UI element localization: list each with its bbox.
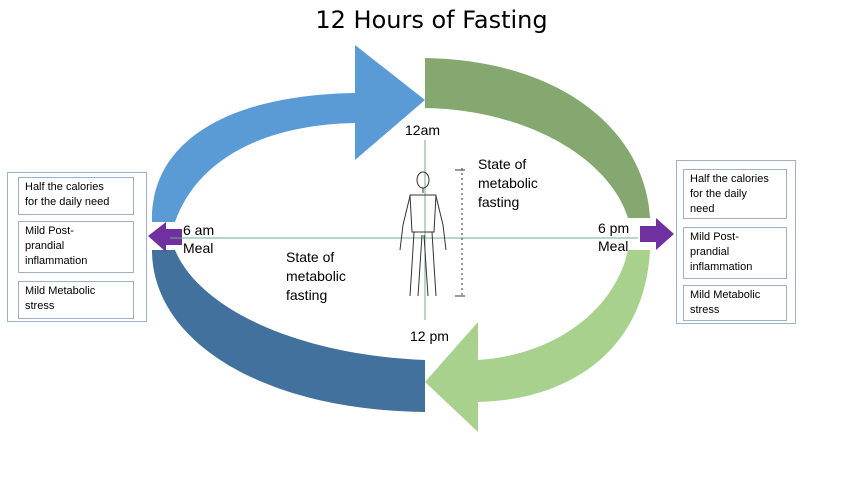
blue-arc-arrow — [151, 45, 425, 222]
right-stress-box: Mild Metabolic stress — [683, 285, 787, 321]
left-inflammation-box: Mild Post- prandial inflammation — [18, 221, 134, 273]
left-meal-label: Meal — [183, 240, 214, 256]
state-upper-line-3: fasting — [478, 194, 520, 210]
dark-blue-arc — [152, 250, 425, 412]
right-stress-line-1: Mild Metabolic — [690, 289, 761, 301]
state-lower-line-3: fasting — [286, 287, 328, 303]
right-calories-line-2: for the daily — [690, 188, 747, 200]
right-inflammation-line-3: inflammation — [690, 261, 753, 273]
state-lower-line-2: metabolic — [286, 268, 346, 284]
right-stress-line-2: stress — [690, 304, 720, 316]
left-time-label: 6 am — [183, 222, 215, 238]
left-calories-box: Half the calories for the daily need — [18, 177, 134, 215]
bottom-time-label: 12 pm — [410, 328, 449, 344]
right-meal-arrow — [640, 218, 674, 250]
state-upper-line-2: metabolic — [478, 175, 538, 191]
right-info-panel: Half the calories for the daily need Mil… — [676, 160, 796, 324]
right-inflammation-line-1: Mild Post- — [690, 231, 739, 243]
left-inflammation-line-3: inflammation — [25, 255, 88, 267]
right-inflammation-box: Mild Post- prandial inflammation — [683, 227, 787, 279]
right-calories-line-3: need — [690, 203, 715, 215]
right-time-label: 6 pm — [598, 220, 630, 236]
dark-green-arc — [425, 58, 650, 218]
left-info-panel: Half the calories for the daily need Mil… — [7, 172, 147, 322]
state-lower-line-1: State of — [286, 249, 335, 265]
diagram-title: 12 Hours of Fasting — [315, 6, 548, 34]
right-calories-line-1: Half the calories — [690, 173, 769, 185]
left-inflammation-line-2: prandial — [25, 240, 65, 252]
left-meal-arrow — [148, 222, 182, 252]
right-inflammation-line-2: prandial — [690, 246, 730, 258]
right-meal-label: Meal — [598, 238, 629, 254]
left-stress-line-1: Mild Metabolic — [25, 285, 96, 297]
top-time-label: 12am — [405, 122, 441, 138]
right-calories-box: Half the calories for the daily need — [683, 169, 787, 219]
left-stress-line-2: stress — [25, 300, 55, 312]
state-upper-line-1: State of — [478, 156, 527, 172]
left-stress-box: Mild Metabolic stress — [18, 281, 134, 319]
human-figure-icon — [399, 168, 465, 297]
left-calories-line-2: for the daily need — [25, 196, 110, 208]
left-calories-line-1: Half the calories — [25, 181, 104, 193]
light-green-arc-arrow — [425, 250, 650, 432]
left-inflammation-line-1: Mild Post- — [25, 225, 74, 237]
